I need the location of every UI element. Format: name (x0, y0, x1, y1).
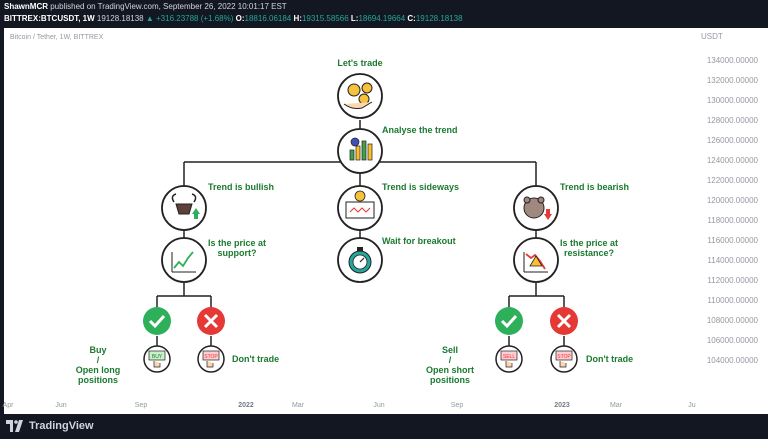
breakout-label: Wait for breakout (382, 236, 456, 246)
coins-hand-icon (337, 73, 383, 119)
price-tick: 118000.00000 (707, 216, 758, 225)
support-question-label: Is the price at support? (208, 238, 267, 258)
price-change: ▲ +316.23788 (+1.68%) (145, 14, 234, 23)
time-tick: Sep (450, 402, 464, 409)
start-label: Let's trade (337, 58, 383, 68)
price-tick: 130000.00000 (706, 96, 758, 105)
bear-icon (513, 185, 559, 231)
resistance-question-label: Is the price at resistance? (560, 238, 619, 258)
support-chart-icon (161, 237, 207, 283)
time-tick: Mar (609, 402, 623, 409)
cross-icon-left (197, 307, 225, 335)
stopwatch-icon (337, 237, 383, 283)
price-tick: 108000.00000 (706, 316, 758, 325)
sideways-label: Trend is sideways (382, 182, 460, 192)
buy-label: Buy / Open long positions (75, 345, 121, 385)
price-tick: 128000.00000 (706, 116, 758, 125)
stop-sign-icon-right: STOP (550, 345, 578, 373)
tradingview-brand[interactable]: TradingView (6, 420, 94, 432)
open-label: O: (235, 14, 245, 23)
author-name[interactable]: ShawnMCR (4, 2, 48, 11)
price-tick: 134000.00000 (706, 56, 758, 65)
buy-sign-icon: BUY (143, 345, 171, 373)
footer-bar: TradingView (0, 414, 768, 439)
price-tick: 120000.00000 (706, 196, 758, 205)
publish-info: ShawnMCR published on TradingView.com, S… (4, 2, 287, 11)
price-tick: 114000.00000 (707, 256, 758, 265)
close-label: C: (407, 14, 416, 23)
price-tick: 112000.00000 (707, 276, 758, 285)
time-tick: Mar (291, 402, 305, 409)
sideways-chart-icon (337, 185, 383, 231)
stop-sign-icon-left: STOP (197, 345, 225, 373)
price-tick: 110000.00000 (707, 296, 758, 305)
high-value: 19315.58566 (301, 14, 349, 23)
price-tick: 132000.00000 (706, 76, 758, 85)
price-axis[interactable]: USDT 134000.00000 132000.00000 130000.0000… (699, 28, 768, 414)
stop-tag-right: STOP (557, 354, 571, 360)
sell-sign-icon: SELL (495, 345, 523, 373)
price-tick: 106000.00000 (706, 336, 758, 345)
high-label: H: (293, 14, 302, 23)
analysis-chart-icon (337, 128, 383, 174)
close-value: 19128.18138 (415, 14, 463, 23)
time-tick: Jun (55, 402, 67, 409)
dont-trade-right-label: Don't trade (586, 354, 634, 364)
publish-text: published on TradingView.com, September … (50, 2, 287, 11)
chart-canvas[interactable]: Bitcoin / Tether, 1W, BITTREX (2, 28, 699, 414)
low-value: 18694.19664 (358, 14, 406, 23)
buy-tag-text: BUY (152, 354, 163, 360)
cross-icon-right (550, 307, 578, 335)
flowchart: BUY STOP SELL STOP (143, 73, 578, 373)
price-tick: 124000.00000 (706, 156, 758, 165)
resistance-warning-icon (513, 237, 559, 283)
axis-unit: USDT (701, 32, 723, 41)
time-tick: Jun (373, 402, 385, 409)
sell-tag-text: SELL (503, 354, 515, 360)
sell-label: Sell / Open short positions (425, 345, 474, 385)
dont-trade-left-label: Don't trade (232, 354, 280, 364)
bullish-label: Trend is bullish (208, 182, 275, 192)
time-tick: 2023 (554, 402, 570, 409)
last-price: 19128.18138 (96, 14, 144, 23)
time-tick: 2022 (238, 402, 254, 409)
time-tick: Sep (134, 402, 148, 409)
chart-symbol-label: Bitcoin / Tether, 1W, BITTREX (10, 34, 104, 41)
price-tick: 116000.00000 (707, 236, 758, 245)
low-label: L: (350, 14, 359, 23)
analyse-label: Analyse the trend (382, 125, 458, 135)
time-axis[interactable]: Apr Jun Sep 2022 Mar Jun Sep 2023 Mar Ju (2, 400, 699, 414)
open-value: 18816.06184 (244, 14, 292, 23)
bull-icon (161, 185, 207, 231)
check-icon-right (495, 307, 523, 335)
price-tick: 122000.00000 (706, 176, 758, 185)
stop-tag-left: STOP (204, 354, 218, 360)
time-tick: Apr (2, 402, 14, 409)
check-icon-left (143, 307, 171, 335)
tradingview-logo-icon (6, 420, 23, 432)
brand-name: TradingView (29, 420, 94, 432)
price-tick: 104000.00000 (706, 356, 758, 365)
bearish-label: Trend is bearish (560, 182, 630, 192)
price-tick: 126000.00000 (706, 136, 758, 145)
ohlc-bar: BITTREX:BTCUSDT, 1W 19128.18138 ▲ +316.2… (4, 14, 463, 23)
time-tick: Ju (688, 402, 696, 409)
symbol-label: BITTREX:BTCUSDT, 1W (4, 14, 95, 23)
